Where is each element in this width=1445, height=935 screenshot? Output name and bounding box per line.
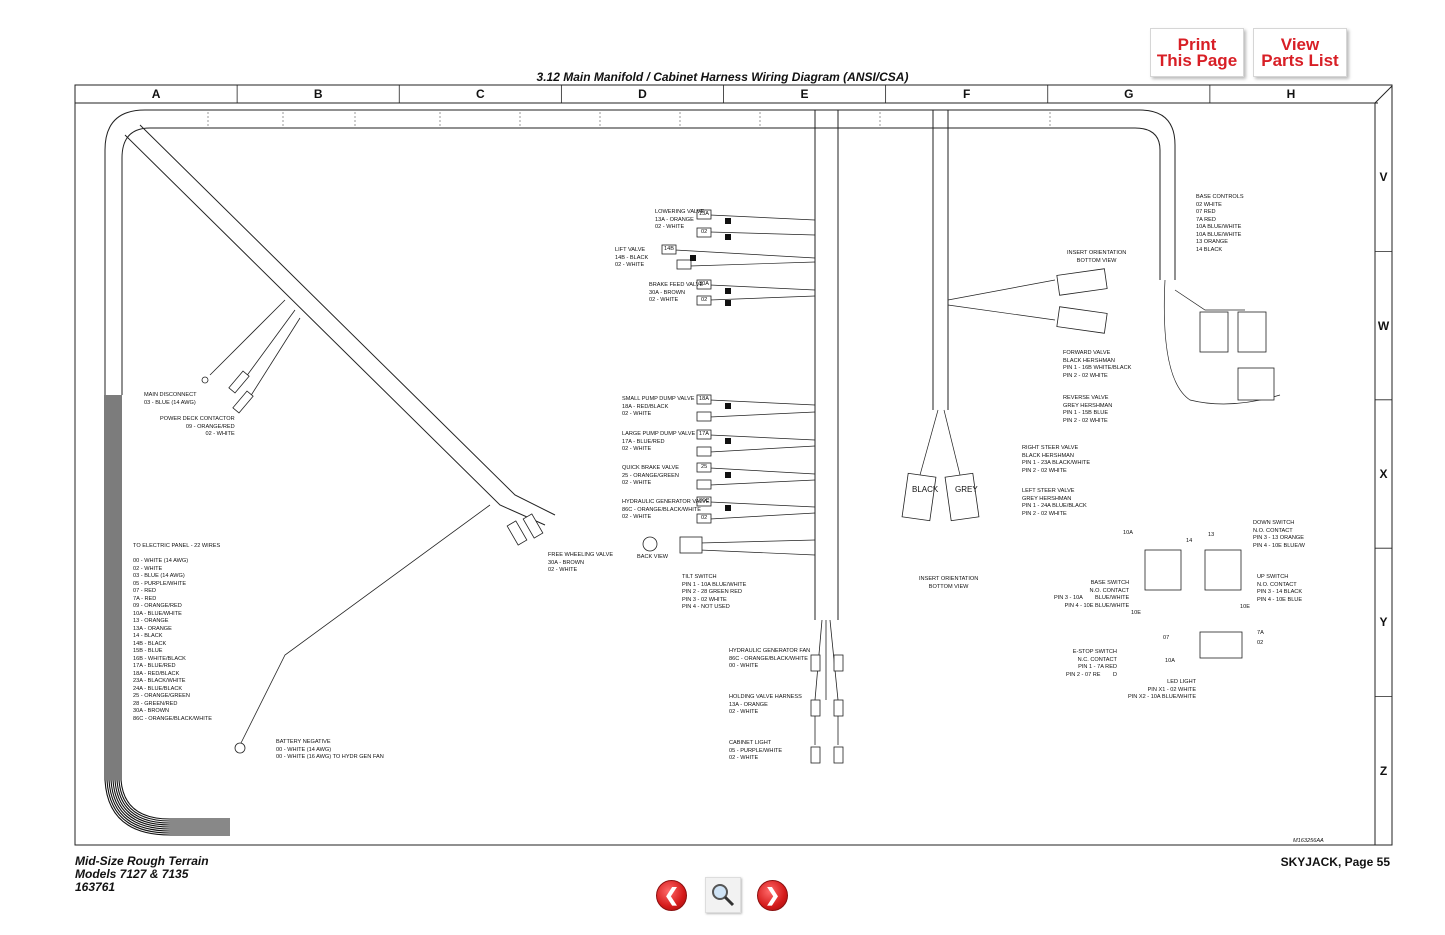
chevron-left-icon: ❮ <box>663 885 680 905</box>
main-harness <box>104 109 1176 620</box>
insert-orientation-label: INSERT ORIENTATION BOTTOM VIEW <box>1067 250 1127 264</box>
wire-tag: 10E <box>1131 610 1141 616</box>
drawing-number: M163256AA <box>1293 838 1324 844</box>
diagram-title: 3.12 Main Manifold / Cabinet Harness Wir… <box>536 70 909 84</box>
row-header-v: V <box>1379 170 1388 185</box>
parts-line-2: Parts List <box>1261 50 1339 70</box>
connector-black: BLACK <box>912 485 939 494</box>
footer-line-1: Mid-Size Rough Terrain <box>75 854 209 868</box>
brake-feed-valve-label: BRAKE FEED VALVE 30A - BROWN 02 - WHITE <box>649 282 704 303</box>
back-view-label: BACK VIEW <box>637 554 669 560</box>
led-light-label: LED LIGHT PIN X1 - 02 WHITE PIN X2 - 10A… <box>1128 679 1197 700</box>
wire-tag: 10E <box>1240 604 1250 610</box>
wire-tag: 86C <box>699 498 710 504</box>
down-switch-label: DOWN SWITCH N.O. CONTACT PIN 3 - 13 ORAN… <box>1253 520 1305 549</box>
reverse-valve-label: REVERSE VALVE GREY HERSHMAN PIN 1 - 15B … <box>1063 395 1113 424</box>
wire-tag: 07 <box>1163 635 1170 641</box>
wire-tag: 25 <box>701 464 708 470</box>
base-controls-label: BASE CONTROLS 02 WHITE 07 RED 7A RED 10A… <box>1196 194 1244 253</box>
free-wheeling-valve-label: FREE WHEELING VALVE 30A - BROWN 02 - WHI… <box>548 552 614 573</box>
footer-line-2: Models 7127 & 7135 <box>75 867 189 881</box>
row-header-y: Y <box>1379 615 1388 630</box>
electric-panel-bundle <box>104 395 230 836</box>
column-header-f: F <box>963 87 971 101</box>
column-header-b: B <box>313 87 323 101</box>
holding-valve-harness-label: HOLDING VALVE HARNESS 13A - ORANGE 02 - … <box>729 694 802 715</box>
chevron-right-icon: ❯ <box>764 885 781 905</box>
quick-brake-valve-label: QUICK BRAKE VALVE 25 - ORANGE/GREEN 02 -… <box>622 465 679 486</box>
insert-orientation-label-2: INSERT ORIENTATION BOTTOM VIEW <box>919 576 979 590</box>
main-disconnect-label: MAIN DISCONNECT 03 - BLUE (14 AWG) <box>144 392 197 406</box>
cabinet-light-label: CABINET LIGHT 05 - PURPLE/WHITE 02 - WHI… <box>729 740 783 761</box>
lowering-valve-label: LOWERING VALVE 13A - ORANGE 02 - WHITE <box>655 209 705 230</box>
view-parts-list-button[interactable]: View Parts List <box>1253 28 1347 77</box>
large-pump-dump-valve-label: LARGE PUMP DUMP VALVE 17A - BLUE/RED 02 … <box>622 431 696 452</box>
wire-tag: 02 <box>1257 640 1264 646</box>
print-page-button[interactable]: Print This Page <box>1150 28 1244 77</box>
wire-tag: 02 <box>701 229 708 235</box>
wire-tag: 17A <box>699 431 709 437</box>
up-switch-label: UP SWITCH N.O. CONTACT PIN 3 - 14 BLACK … <box>1257 574 1303 603</box>
wire-tag: 14B <box>664 246 674 252</box>
diagram-frame <box>74 84 1393 846</box>
row-header-w: W <box>1377 318 1390 333</box>
column-header-a: A <box>151 87 161 101</box>
wire-tag: 30A <box>699 281 709 287</box>
wire-tag: 02 <box>701 297 708 303</box>
e-stop-switch-label: E-STOP SWITCH N.C. CONTACT PIN 1 - 7A RE… <box>1066 649 1117 678</box>
wire-tag: 10A <box>1123 530 1133 536</box>
wire-tag: 7A <box>1257 630 1264 636</box>
column-header-g: G <box>1124 87 1134 101</box>
wire-tag: 13A <box>699 211 709 217</box>
column-header-h: H <box>1286 87 1296 101</box>
footer-model-info: Mid-Size Rough Terrain Models 7127 & 713… <box>75 855 209 894</box>
connector-grey: GREY <box>955 485 978 494</box>
base-switch-label: BASE SWITCH N.O. CONTACT PIN 3 - 10A BLU… <box>1054 580 1130 609</box>
wire-tag: 14 <box>1186 538 1193 544</box>
lift-valve-label: LIFT VALVE 14B - BLACK 02 - WHITE <box>615 247 649 268</box>
left-steer-valve-label: LEFT STEER VALVE GREY HERSHMAN PIN 1 - 2… <box>1022 488 1087 517</box>
forward-valve-label: FORWARD VALVE BLACK HERSHMAN PIN 1 - 16B… <box>1063 350 1132 379</box>
small-pump-dump-valve-label: SMALL PUMP DUMP VALVE 18A - RED/BLACK 02… <box>622 396 695 417</box>
wire-tag: 02 <box>701 515 708 521</box>
magnifier-icon <box>712 884 735 907</box>
column-header-d: D <box>638 87 647 101</box>
parts-line-1: View <box>1280 34 1320 54</box>
column-header-c: C <box>475 87 485 101</box>
previous-page-button[interactable]: ❮ <box>656 880 687 911</box>
hydraulic-generator-valve-label: HYDRAULIC GENERATOR VALVE 86C - ORANGE/B… <box>622 499 710 520</box>
wire-tag: 10A <box>1165 658 1175 664</box>
right-steer-valve-label: RIGHT STEER VALVE BLACK HERSHMAN PIN 1 -… <box>1022 445 1091 474</box>
column-header-e: E <box>800 87 809 101</box>
wire-tag: 18A <box>699 396 709 402</box>
battery-negative-label: BATTERY NEGATIVE 00 - WHITE (14 AWG) 00 … <box>276 739 384 760</box>
print-line-2: This Page <box>1156 50 1238 70</box>
print-line-1: Print <box>1177 34 1217 54</box>
row-header-z: Z <box>1379 763 1388 778</box>
power-deck-contactor-label: POWER DECK CONTACTOR 09 - ORANGE/RED 02 … <box>160 416 235 437</box>
row-header-x: X <box>1379 467 1388 481</box>
zoom-button[interactable] <box>705 877 741 913</box>
footer-line-3: 163761 <box>75 880 116 894</box>
footer-page-number: SKYJACK, Page 55 <box>1280 855 1390 869</box>
hydraulic-generator-fan-label: HYDRAULIC GENERATOR FAN 86C - ORANGE/BLA… <box>729 648 811 669</box>
electric-panel-wire-list: TO ELECTRIC PANEL - 22 WIRES 00 - WHITE … <box>133 543 221 722</box>
next-page-button[interactable]: ❯ <box>757 880 788 911</box>
tilt-switch-label: TILT SWITCH PIN 1 - 10A BLUE/WHITE PIN 2… <box>682 574 747 610</box>
wire-tag: 13 <box>1208 532 1215 538</box>
